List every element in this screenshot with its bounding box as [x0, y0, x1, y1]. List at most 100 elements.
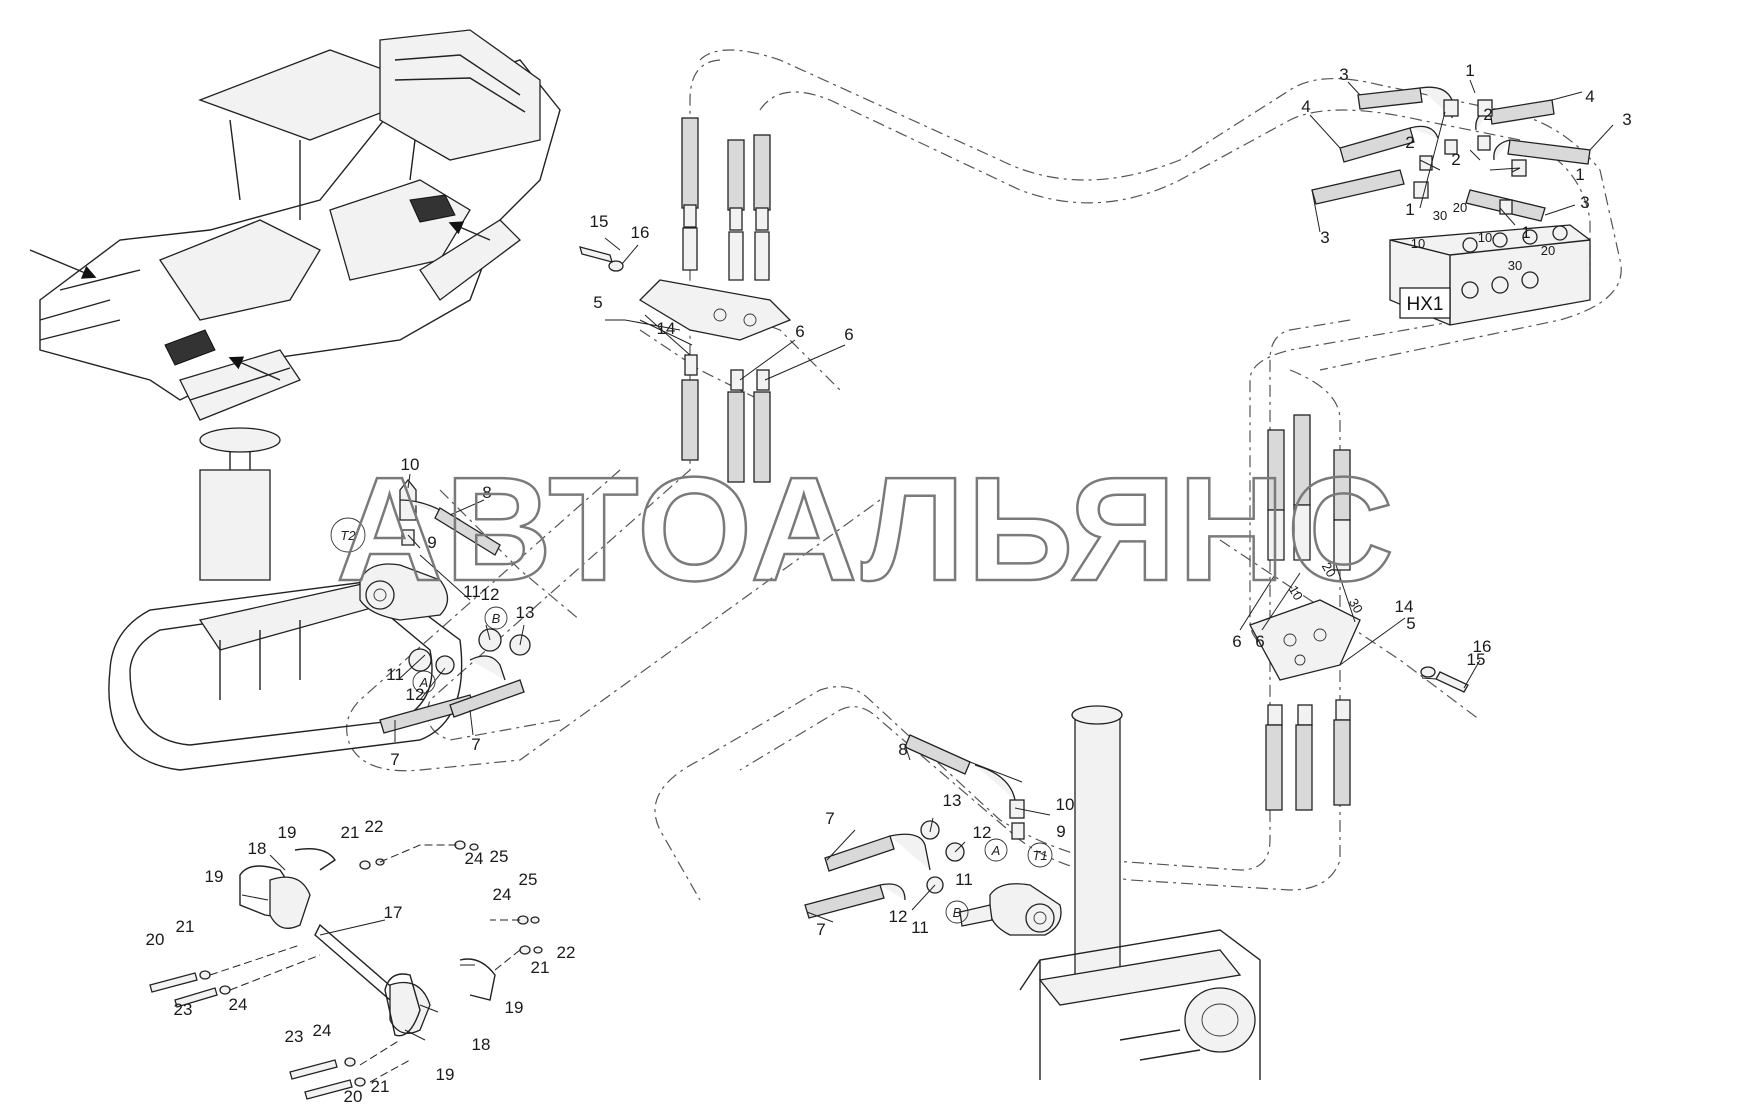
callout-22-right: 22 [557, 943, 576, 962]
hose-right-lower-3 [1333, 719, 1351, 806]
callout-6-upper-center: 6 [795, 322, 804, 341]
hx1-valve-block-group: HX1 10 30 20 10 30 20 [1311, 86, 1591, 326]
callout-21-left: 21 [176, 917, 195, 936]
hose-7-right-lower [804, 884, 885, 919]
right-center-hose-group: 10 20 30 [1249, 414, 1469, 811]
paver-machine-overview [29, 29, 561, 421]
callout-24-left: 24 [229, 995, 248, 1014]
hose-right-lower-1 [1265, 724, 1283, 811]
callout-12-right-lower: 12 [889, 907, 908, 926]
hx1-port-label-left-10: 10 [1411, 236, 1425, 251]
hx1-port-label-top-20: 20 [1453, 200, 1467, 215]
control-panel-location-mark [164, 329, 216, 366]
location-arrow-right [448, 221, 491, 241]
port-letter-a-right: A [991, 843, 1001, 858]
callout-12-right-upper: 12 [973, 823, 992, 842]
hose-lower-3 [753, 391, 771, 483]
callout-18-lower: 18 [472, 1035, 491, 1054]
callout-13-right: 13 [943, 791, 962, 810]
port-letter-b-left: B [492, 611, 501, 626]
callout-6-right-a: 6 [1232, 632, 1241, 651]
hose-3-top-left [1357, 87, 1423, 110]
callout-8-right: 8 [898, 740, 907, 759]
right-port-label-10: 10 [1286, 583, 1306, 603]
bolt-20-left [149, 972, 198, 993]
callout-21-bottom: 21 [371, 1077, 390, 1096]
callout-11-right-lower: 11 [911, 918, 929, 937]
hose-lower-1 [681, 379, 699, 461]
port-letter-b-right: B [953, 905, 962, 920]
hose-8-right [904, 734, 971, 775]
location-arrow-left [29, 249, 97, 279]
callout-1-hx1-right: 1 [1575, 165, 1584, 184]
callout-3-hx1-right: 3 [1622, 110, 1631, 129]
bolt-15-right [1435, 671, 1469, 693]
callout-8-left: 8 [482, 483, 491, 502]
callout-10-right: 10 [1056, 795, 1075, 814]
callout-9-left: 9 [427, 533, 436, 552]
callout-24-upper-right: 24 [465, 849, 484, 868]
callout-3-hx1-top: 3 [1339, 65, 1348, 84]
callout-4-hx1-right: 4 [1585, 87, 1594, 106]
callout-20-bottom: 20 [344, 1087, 363, 1106]
callout-6-upper-right: 6 [844, 325, 853, 344]
hx1-port-label-mid-10: 10 [1478, 230, 1492, 245]
callout-1-hx1-left: 1 [1405, 200, 1414, 219]
callout-3-hx1-lower-right: 3 [1580, 193, 1589, 212]
callout-23-bottom: 23 [285, 1027, 304, 1046]
callout-numbers: 1 1 1 1 2 2 2 3 3 3 3 4 4 15 16 5 14 6 6… [146, 61, 1632, 1106]
callout-21-upper: 21 [341, 823, 360, 842]
hose-right-lower-2 [1295, 724, 1313, 811]
port-letter-a-left: A [419, 675, 429, 690]
callout-19-lower: 19 [436, 1065, 455, 1084]
upper-center-hose-group [579, 117, 792, 483]
hose-7-left-b [449, 679, 525, 718]
washer-16-right [1420, 666, 1436, 678]
bolt-20-bottom [304, 1079, 353, 1100]
callout-25-upper-right: 25 [490, 847, 509, 866]
spring-17 [314, 923, 396, 1002]
callout-4-hx1-left: 4 [1301, 97, 1310, 116]
callout-7-right-upper: 7 [825, 809, 834, 828]
hose-8-left [434, 507, 501, 556]
callout-13-left: 13 [516, 603, 535, 622]
hose-3-right [1507, 139, 1591, 165]
callout-19-right: 19 [505, 998, 524, 1017]
hose-7-right-upper [824, 835, 895, 872]
callout-10-left: 10 [401, 455, 420, 474]
mounting-bracket-right [1249, 599, 1361, 681]
hx1-port-label-30: 30 [1508, 258, 1522, 273]
bolt-15-upper [579, 246, 613, 263]
hose-4-right [1489, 99, 1555, 125]
callout-12-left-lower: 12 [406, 685, 425, 704]
callout-16-right: 16 [1473, 637, 1492, 656]
callout-20-left: 20 [146, 930, 165, 949]
hose-upper-3 [753, 134, 771, 211]
callout-1-hx1-top: 1 [1465, 61, 1474, 80]
callout-12-left-upper: 12 [481, 585, 500, 604]
callout-15-upper: 15 [590, 212, 609, 231]
right-drive-motor-group [804, 734, 1062, 936]
callout-17-spring: 17 [384, 903, 403, 922]
hose-routing-paths [346, 49, 1622, 901]
callout-24-mid-right: 24 [493, 885, 512, 904]
callout-18-upper: 18 [248, 839, 267, 858]
port-letter-t2: T2 [340, 528, 356, 543]
left-drive-motor-group [330, 478, 531, 734]
hose-upper-1 [681, 117, 699, 209]
hx1-block-label: HX1 [1407, 294, 1444, 315]
callout-2-hx1-center: 2 [1451, 150, 1460, 169]
valve-block-location-mark [409, 194, 456, 223]
callout-22-upper: 22 [365, 817, 384, 836]
watermark-text: АВТОАЛЬЯНС [336, 447, 1396, 612]
bolt-23-bottom [289, 1059, 338, 1080]
hose-3-left-lower [1311, 169, 1405, 205]
hose-upper-2 [727, 139, 745, 211]
hx1-port-label-20: 20 [1541, 243, 1555, 258]
callout-1-hx1-center: 1 [1521, 223, 1530, 242]
callout-6-right-b: 6 [1255, 632, 1264, 651]
left-track-assembly [108, 427, 463, 771]
callout-15-right: 15 [1467, 650, 1486, 669]
right-track-assembly [1019, 705, 1261, 1080]
